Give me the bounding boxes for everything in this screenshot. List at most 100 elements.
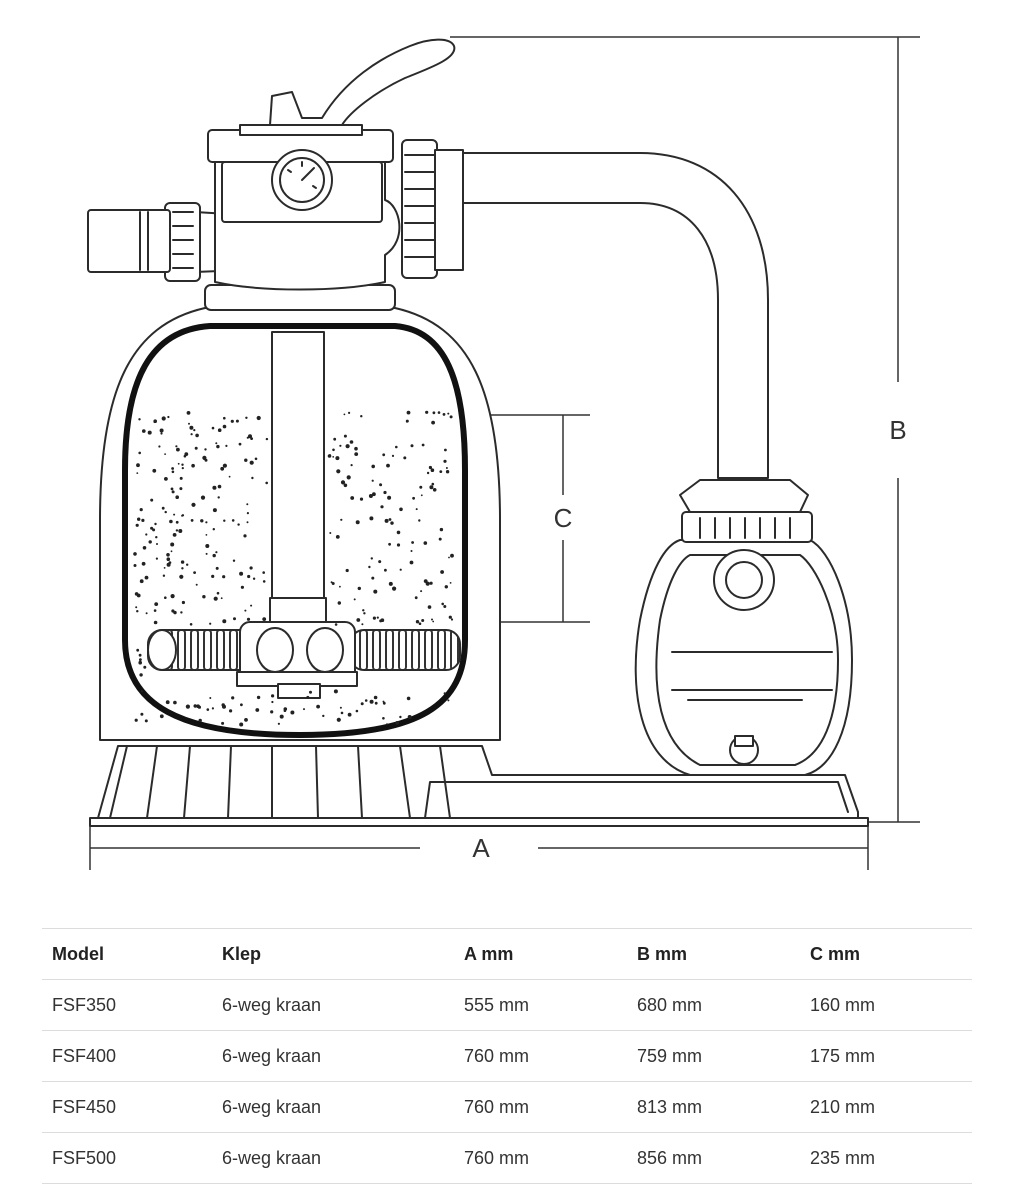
sand-grain <box>205 544 210 548</box>
sand-grain <box>153 609 157 612</box>
sand-grain <box>211 426 215 430</box>
sand-grain <box>160 432 163 435</box>
sand-grain <box>437 411 441 414</box>
sand-grain <box>329 532 332 534</box>
sand-grain <box>335 456 340 461</box>
sand-grain <box>171 609 175 613</box>
dimension-label-c: C <box>554 503 573 533</box>
cell-a: 760 mm <box>454 1030 627 1082</box>
sand-grain <box>382 700 385 703</box>
sand-grain <box>200 519 204 523</box>
sand-grain <box>245 416 248 419</box>
sand-grain <box>138 660 142 665</box>
sand-grain <box>222 575 226 579</box>
column-header-b: B mm <box>627 928 800 980</box>
sand-grain <box>248 434 252 439</box>
sand-grain <box>339 444 342 447</box>
sand-grain <box>449 582 452 584</box>
sand-grain <box>202 595 206 599</box>
sand-grain <box>331 582 335 585</box>
sand-grain <box>407 715 412 719</box>
sand-grain <box>136 472 139 474</box>
sand-grain <box>247 574 251 579</box>
sand-grain <box>205 534 208 536</box>
sand-grain <box>411 541 414 544</box>
sand-grain <box>353 598 356 601</box>
cell-model: FSF400 <box>42 1030 212 1082</box>
sand-grain <box>254 457 258 461</box>
sand-grain <box>179 487 183 491</box>
center-standpipe <box>271 331 325 603</box>
sand-grain <box>271 700 274 704</box>
sand-grain <box>180 560 185 564</box>
sand-grain <box>382 453 386 457</box>
sand-grain <box>135 606 138 609</box>
sand-grain <box>418 519 421 522</box>
sand-grain <box>140 690 143 693</box>
cell-klep: 6-weg kraan <box>212 1132 454 1184</box>
sand-grain <box>337 601 341 605</box>
sand-grain <box>136 593 141 598</box>
table-row: FSF400 6-weg kraan 760 mm 759 mm 175 mm <box>42 1030 972 1082</box>
sand-grain <box>392 586 397 591</box>
sand-grain <box>372 492 376 497</box>
sand-grain <box>165 700 170 705</box>
sand-grain <box>334 623 338 626</box>
sand-grain <box>333 689 338 694</box>
sand-grain <box>178 529 183 533</box>
sand-grain <box>354 452 359 456</box>
filter-sand <box>133 410 454 727</box>
sand-grain <box>243 534 247 538</box>
sand-grain <box>420 590 423 593</box>
sand-grain <box>153 620 158 625</box>
sand-grain <box>200 495 206 500</box>
sand-grain <box>211 574 215 579</box>
sand-grain <box>309 690 312 694</box>
sand-grain <box>256 415 261 421</box>
sand-grain <box>213 596 218 601</box>
sand-grain <box>172 533 177 537</box>
sand-grain <box>212 553 216 558</box>
sand-grain <box>166 553 170 557</box>
sand-grain <box>354 446 358 451</box>
sand-grain <box>396 543 401 547</box>
sand-grain <box>343 483 348 488</box>
dimension-label-a: A <box>472 833 490 863</box>
sand-grain <box>428 465 432 470</box>
sand-grain <box>222 704 226 709</box>
cell-c: 210 mm <box>800 1081 972 1133</box>
sand-grain <box>186 411 191 415</box>
sand-grain <box>193 704 197 708</box>
sand-grain <box>191 502 196 507</box>
sand-grain <box>443 692 446 695</box>
sand-grain <box>225 444 228 447</box>
sand-grain <box>372 616 376 620</box>
sand-grain <box>229 709 233 713</box>
sand-grain <box>332 448 335 452</box>
sand-grain <box>410 550 413 552</box>
sand-grain <box>430 468 435 473</box>
cell-model: FSF350 <box>42 979 212 1031</box>
sand-grain <box>194 446 198 450</box>
sand-grain <box>390 521 394 525</box>
base-plate <box>89 745 869 827</box>
sand-grain <box>181 567 184 570</box>
sand-grain <box>426 471 430 475</box>
sand-grain <box>382 717 385 720</box>
sand-grain <box>193 571 197 574</box>
sand-grain <box>376 616 379 619</box>
sand-grain <box>212 508 217 513</box>
sand-grain <box>423 541 428 545</box>
sand-grain <box>133 564 137 567</box>
sand-grain <box>191 463 195 468</box>
sand-grain <box>368 494 373 498</box>
sand-grain <box>443 605 447 608</box>
sand-grain <box>450 553 454 558</box>
sand-grain <box>195 583 198 586</box>
cell-b: 856 mm <box>627 1132 800 1184</box>
sand-grain <box>141 561 146 566</box>
sand-grain <box>161 416 166 421</box>
sand-grain <box>240 585 244 589</box>
sand-grain <box>195 433 199 438</box>
sand-grain <box>156 543 158 545</box>
